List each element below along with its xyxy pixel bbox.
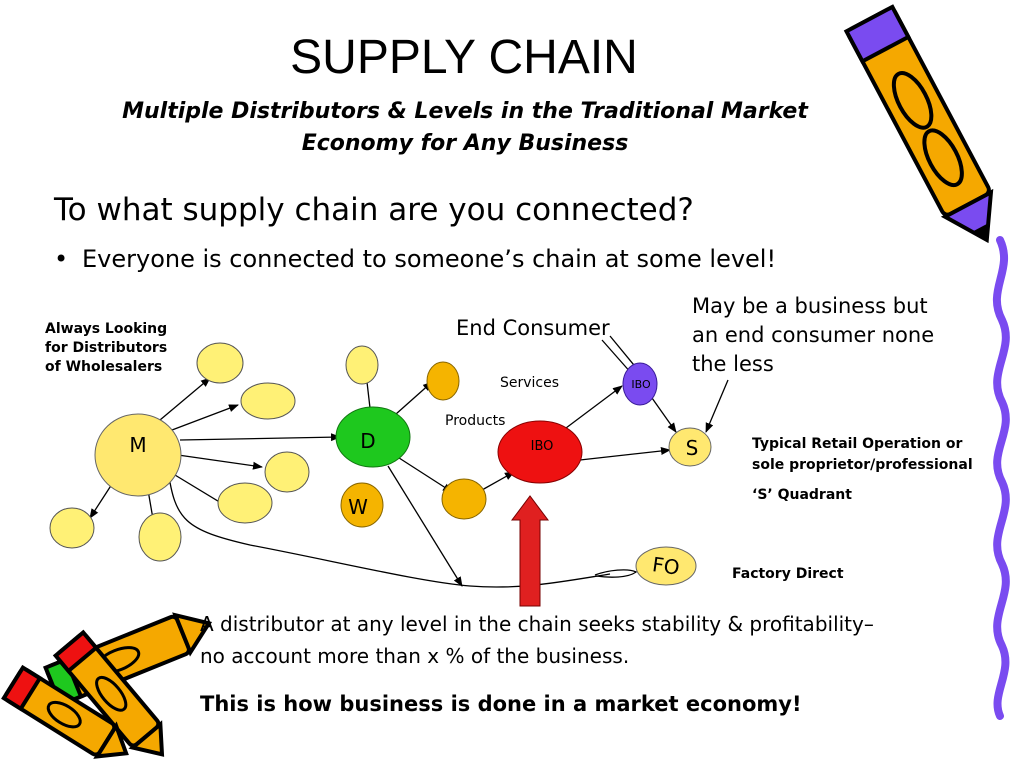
bullet-symbol: • bbox=[54, 245, 69, 273]
market-economy-conclusion: This is how business is done in a market… bbox=[200, 692, 802, 716]
prospect-node bbox=[345, 345, 379, 385]
manufacturer-node bbox=[94, 413, 182, 497]
slide-subtitle: Multiple Distributors & Levels in the Tr… bbox=[122, 99, 808, 156]
question-heading: To what supply chain are you connected? bbox=[54, 192, 694, 228]
wholesaler-label: W bbox=[348, 495, 368, 519]
s-quadrant-label: ‘S’ Quadrant bbox=[752, 487, 852, 503]
crayons-icon bbox=[1, 612, 213, 759]
sole-proprietor-node bbox=[668, 427, 712, 467]
distributor-label: D bbox=[360, 429, 375, 453]
always-looking-line-3: of Wholesalers bbox=[45, 359, 163, 375]
factory-outlet-label: FO bbox=[651, 552, 681, 580]
ibo-main-label: IBO bbox=[531, 439, 554, 454]
slide-title: SUPPLY CHAIN bbox=[290, 31, 638, 84]
always-looking-line-2: for Distributors bbox=[45, 340, 168, 356]
factory-direct-label: Factory Direct bbox=[732, 566, 844, 582]
bullet-text: Everyone is connected to someone’s chain… bbox=[82, 245, 777, 273]
typical-retail-line-1: Typical Retail Operation or bbox=[752, 436, 963, 452]
sole-proprietor-label: S bbox=[686, 436, 699, 460]
retailer-node bbox=[426, 361, 460, 401]
products-label: Products bbox=[445, 413, 506, 429]
connector-arrows bbox=[89, 335, 729, 588]
business-note-line-2: an end consumer none bbox=[692, 323, 935, 347]
distributor-statement: A distributor at any level in the chain … bbox=[200, 612, 874, 668]
typical-retail-label: Typical Retail Operation or sole proprie… bbox=[752, 434, 973, 476]
end-consumer-label: End Consumer bbox=[456, 316, 610, 340]
prospect-node bbox=[49, 507, 95, 549]
squiggle-border-icon bbox=[992, 236, 1010, 720]
prospect-node bbox=[138, 512, 182, 562]
prospect-node bbox=[217, 482, 273, 524]
ibo-main-node bbox=[497, 420, 583, 484]
distributor-node bbox=[335, 406, 411, 468]
prospect-node bbox=[196, 342, 244, 384]
business-note-line-3: the less bbox=[692, 352, 774, 376]
business-note-line-1: May be a business but bbox=[692, 294, 928, 318]
typical-retail-line-2: sole proprietor/professional bbox=[752, 457, 973, 473]
factory-outlet-node bbox=[635, 546, 697, 586]
always-looking-line-1: Always Looking bbox=[45, 321, 168, 337]
pencil-icon bbox=[843, 4, 994, 244]
ibo-small-node bbox=[622, 362, 658, 406]
red-up-arrow bbox=[511, 495, 549, 607]
ibo-small-label: IBO bbox=[631, 378, 651, 391]
prospect-nodes bbox=[49, 342, 379, 562]
services-label: Services bbox=[500, 375, 560, 391]
wholesaler-node bbox=[340, 482, 384, 528]
manufacturer-label: M bbox=[129, 433, 146, 457]
prospect-node bbox=[264, 451, 310, 493]
always-looking-label: Always Looking for Distributors of Whole… bbox=[45, 320, 167, 377]
business-note: May be a business but an end consumer no… bbox=[692, 292, 934, 379]
bullet-item: • Everyone is connected to someone’s chai… bbox=[54, 242, 776, 276]
retailer-node bbox=[441, 478, 487, 520]
prospect-node bbox=[240, 382, 296, 420]
